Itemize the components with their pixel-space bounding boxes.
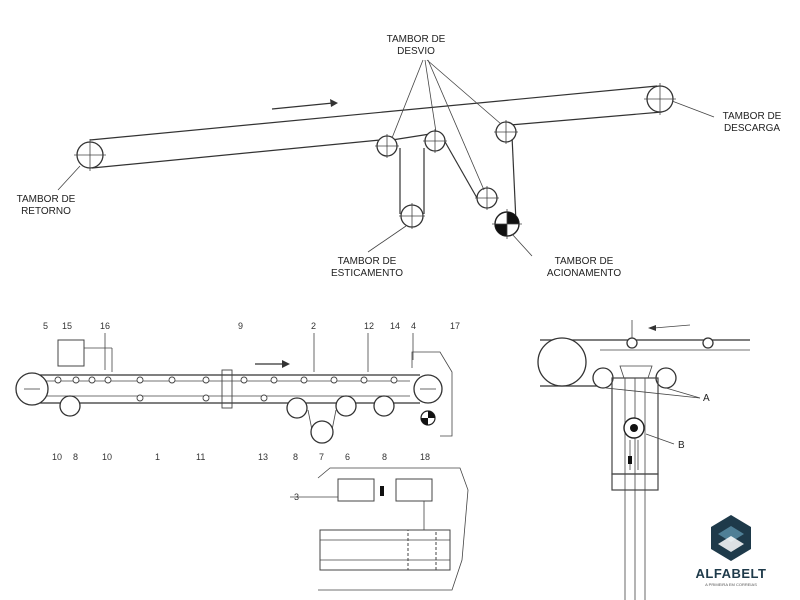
top-belt-lower-right [509, 111, 663, 126]
logo-name: ALFABELT [696, 566, 767, 581]
drive-loop-right [511, 135, 517, 223]
drive-detail-box [317, 467, 469, 591]
top-belt-diagram: TAMBOR DE DESVIO TAMBOR DE DESCARGA TAMB… [17, 34, 782, 279]
ref-8b: 8 [293, 452, 298, 462]
ref-15: 15 [62, 321, 72, 331]
label-retorno-line1: TAMBOR DE [17, 194, 76, 205]
ref-6: 6 [345, 452, 350, 462]
motor-right [395, 478, 433, 502]
return-idlers [136, 394, 268, 402]
ref-16: 16 [100, 321, 110, 331]
label-b: B [678, 440, 685, 451]
drive-pulley [492, 209, 522, 239]
bottom-right-drive-tower: A B [537, 320, 750, 600]
ref-8c: 8 [382, 452, 387, 462]
bottom-left-conveyor: 5 15 16 9 2 12 14 4 17 10 8 10 1 11 13 8… [15, 321, 469, 591]
ref-12: 12 [364, 321, 374, 331]
ref-2: 2 [311, 321, 316, 331]
carry-idlers [54, 376, 398, 384]
ref-4: 4 [411, 321, 416, 331]
label-acionamento-line2: ACIONAMENTO [547, 268, 621, 279]
label-retorno-line2: RETORNO [21, 206, 71, 217]
label-descarga-line1: TAMBOR DE [723, 111, 782, 122]
label-desvio-line1: TAMBOR DE [387, 34, 446, 45]
ref-10b: 10 [102, 452, 112, 462]
ref-10a: 10 [52, 452, 62, 462]
ref-8a: 8 [73, 452, 78, 462]
label-a: A [703, 393, 710, 404]
tower-head-pulley [537, 337, 587, 387]
label-descarga-line2: DESCARGA [724, 123, 780, 134]
label-esticamento-line1: TAMBOR DE [338, 256, 397, 267]
feed-hopper [57, 339, 85, 367]
ref-3: 3 [294, 492, 299, 502]
drive-loop-left [443, 139, 478, 199]
gravity-take-up-pulley [310, 420, 334, 444]
ref-13: 13 [258, 452, 268, 462]
label-acionamento-line1: TAMBOR DE [555, 256, 614, 267]
ref-9: 9 [238, 321, 243, 331]
ref-1: 1 [155, 452, 160, 462]
ref-7: 7 [319, 452, 324, 462]
top-belt-lower-left [91, 139, 381, 169]
belt-splice [221, 369, 233, 409]
ref-5: 5 [43, 321, 48, 331]
ref-11: 11 [196, 452, 205, 462]
ref-14: 14 [390, 321, 400, 331]
top-belt-upper [89, 85, 658, 141]
top-belt-lower-mid [391, 133, 431, 141]
label-esticamento-line2: ESTICAMENTO [331, 268, 403, 279]
drive-unit [319, 529, 451, 571]
motor-left [337, 478, 375, 502]
ref-18: 18 [420, 452, 430, 462]
direction-arrow [271, 102, 334, 110]
direction-arrow-head [330, 99, 338, 107]
ref-17: 17 [450, 321, 460, 331]
label-desvio-line2: DESVIO [397, 46, 435, 57]
logo-tagline: A PRIMEIRA EM CORREIAS [705, 582, 757, 587]
alfabelt-logo: ALFABELT A PRIMEIRA EM CORREIAS [696, 515, 767, 587]
discharge-chute [411, 351, 453, 437]
